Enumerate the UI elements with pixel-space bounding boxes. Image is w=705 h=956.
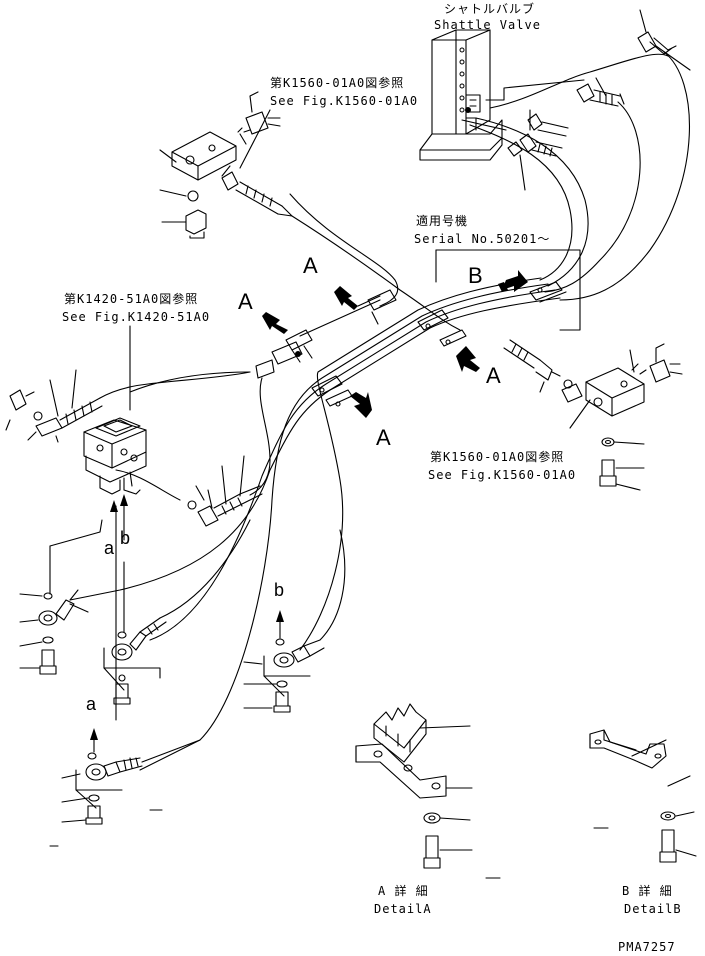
detail-a-clamp <box>355 703 501 879</box>
marker-b: B <box>468 263 483 288</box>
ref-k1560-top-en: See Fig.K1560-01A0 <box>270 94 419 108</box>
marker-a-center: A <box>376 425 391 450</box>
drawing-number: PMA7257 <box>618 940 676 954</box>
marker-a-right: A <box>486 363 501 388</box>
marker-a-lower: a <box>86 694 97 714</box>
upper-hose-assembly <box>129 193 399 496</box>
bottom-left-banjo <box>19 519 103 675</box>
serial-label: Serial No.50201～ <box>414 232 551 246</box>
top-left-block <box>159 91 461 331</box>
ref-k1560-right-en: See Fig.K1560-01A0 <box>428 468 577 482</box>
right-block <box>503 339 683 491</box>
marker-a-left: A <box>238 289 253 314</box>
marker-b-lower-ppc: b <box>120 528 131 548</box>
shuttle-valve <box>419 29 503 161</box>
shuttle-valve-label-en: Shattle Valve <box>434 18 541 32</box>
ref-k1560-right-jp: 第K1560-01A0図参照 <box>430 450 565 464</box>
center-banjo-fitting <box>243 529 346 713</box>
ppc-side-fitting <box>187 455 263 527</box>
middle-banjo-fitting <box>103 519 251 705</box>
serial-bracket <box>435 249 581 331</box>
detail-b-label-en: DetailB <box>624 902 682 916</box>
hose-bundle <box>69 277 561 771</box>
left-hose-fitting <box>5 369 251 443</box>
shuttle-valve-label-jp: シャトルバルブ <box>444 2 536 16</box>
ref-k1420-en: See Fig.K1420-51A0 <box>62 310 211 324</box>
applicable-label-jp: 適用号機 <box>416 214 469 228</box>
ppc-valve <box>83 417 181 501</box>
detail-b-label-jp: B 詳 細 <box>622 884 673 898</box>
lower-banjo-fitting <box>61 739 201 825</box>
marker-a-top: A <box>303 253 318 278</box>
detail-a-label-jp: A 詳 細 <box>378 884 429 898</box>
marker-b-center: b <box>274 580 285 600</box>
shuttle-valve-fittings <box>507 9 691 191</box>
filled-markers <box>90 107 528 740</box>
ref-k1560-top-jp: 第K1560-01A0図参照 <box>270 76 405 90</box>
detail-a-label-en: DetailA <box>374 902 432 916</box>
shuttle-hoses <box>461 51 690 301</box>
marker-a-lower-ppc: a <box>104 538 115 558</box>
detail-b-clamp <box>589 729 697 863</box>
ref-k1420-jp: 第K1420-51A0図参照 <box>64 292 199 306</box>
